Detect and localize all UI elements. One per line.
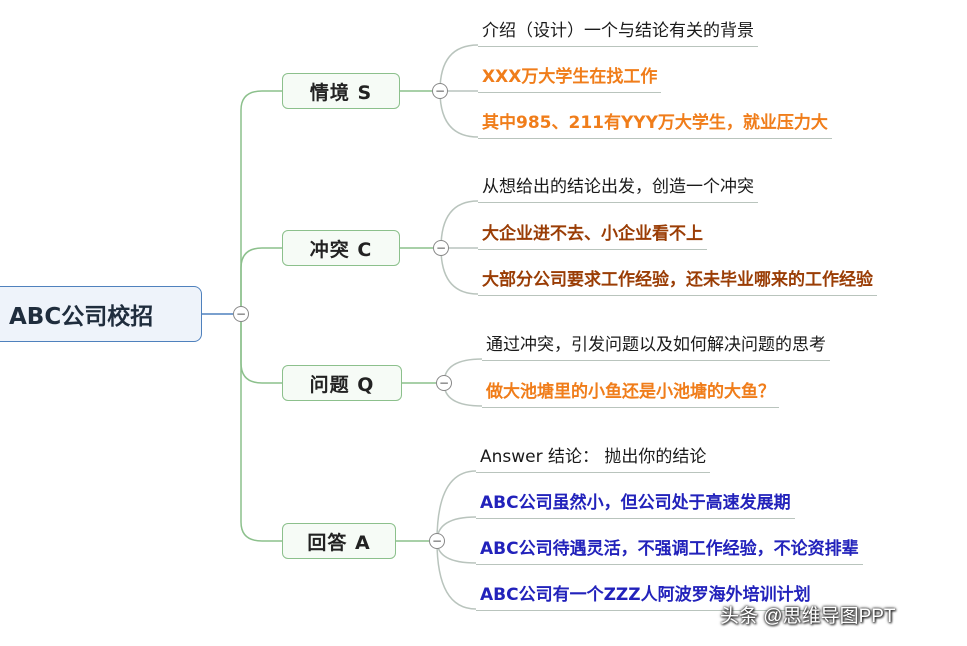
- branch-situation-label: 情境 S: [309, 81, 373, 104]
- situation-leaf-3[interactable]: 其中985、211有YYY万大学生，就业压力大: [478, 111, 832, 139]
- spine-to-c: [240, 247, 282, 314]
- collapse-question-icon[interactable]: −: [436, 375, 452, 391]
- s-leaf-3-connector: [439, 90, 479, 138]
- collapse-complication-icon[interactable]: −: [433, 240, 449, 256]
- situation-leaf-2[interactable]: XXX万大学生在找工作: [478, 65, 662, 93]
- complication-leaf-3[interactable]: 大部分公司要求工作经验，还未毕业哪来的工作经验: [478, 268, 877, 296]
- branch-answer[interactable]: 回答 A: [282, 523, 396, 559]
- complication-leaf-2[interactable]: 大企业进不去、小企业看不上: [478, 222, 707, 250]
- collapse-situation-icon[interactable]: −: [432, 83, 448, 99]
- root-topic-label: ABC公司校招: [9, 304, 154, 330]
- branch-answer-label: 回答 A: [307, 531, 371, 554]
- watermark-text: 头条 @思维导图PPT: [720, 606, 896, 627]
- branch-situation[interactable]: 情境 S: [282, 73, 400, 109]
- answer-leaf-1[interactable]: Answer 结论： 抛出你的结论: [476, 445, 711, 473]
- answer-leaf-2[interactable]: ABC公司虽然小，但公司处于高速发展期: [476, 491, 795, 519]
- branch-complication[interactable]: 冲突 C: [282, 230, 400, 266]
- spine-to-s: [240, 90, 282, 314]
- spine-to-q: [240, 314, 282, 384]
- branch-question[interactable]: 问题 Q: [282, 365, 402, 401]
- spine-to-a: [240, 314, 282, 542]
- answer-leaf-3[interactable]: ABC公司待遇灵活，不强调工作经验，不论资排辈: [476, 537, 863, 565]
- question-leaf-2[interactable]: 做大池塘里的小鱼还是小池塘的大鱼？: [482, 380, 779, 408]
- branch-complication-label: 冲突 C: [309, 238, 373, 261]
- s-leaf-1-connector: [439, 44, 479, 92]
- a-leaf-1-connector: [436, 470, 477, 542]
- branch-question-label: 问题 Q: [309, 373, 375, 396]
- answer-leaf-4[interactable]: ABC公司有一个ZZZ人阿波罗海外培训计划: [476, 583, 815, 611]
- question-leaf-1[interactable]: 通过冲突，引发问题以及如何解决问题的思考: [482, 333, 830, 361]
- root-topic[interactable]: ABC公司校招: [0, 286, 202, 342]
- complication-leaf-1[interactable]: 从想给出的结论出发，创造一个冲突: [478, 175, 758, 203]
- situation-leaf-1[interactable]: 介绍（设计）一个与结论有关的背景: [478, 19, 758, 47]
- a-leaf-4-connector: [436, 540, 477, 610]
- collapse-root-icon[interactable]: −: [233, 306, 249, 322]
- collapse-answer-icon[interactable]: −: [429, 533, 445, 549]
- c-leaf-3-connector: [440, 247, 479, 295]
- c-leaf-1-connector: [440, 200, 479, 249]
